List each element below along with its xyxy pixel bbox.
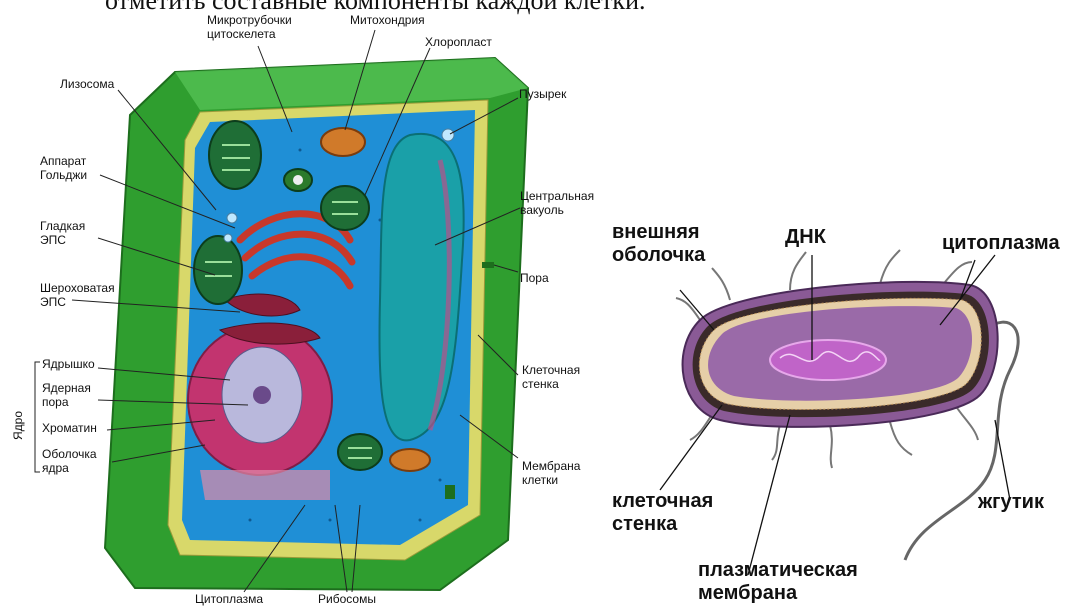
label-dna: ДНК xyxy=(785,226,827,248)
label-bacterium-cell-wall-2: стенка xyxy=(612,513,678,535)
label-nuclear-envelope-2: ядра xyxy=(42,461,69,475)
label-smooth-er-1: Гладкая xyxy=(40,219,85,233)
label-flagellum: жгутик xyxy=(977,491,1045,513)
label-bacterium-cell-wall-1: клеточная xyxy=(612,490,713,512)
label-outer-membrane-2: оболочка xyxy=(612,244,706,266)
label-mitochondria: Митохондрия xyxy=(350,13,425,27)
bacterial-cell xyxy=(676,250,1018,560)
label-smooth-er-2: ЭПС xyxy=(40,233,66,247)
label-chloroplast: Хлоропласт xyxy=(425,35,492,49)
label-cytoplasm: Цитоплазма xyxy=(195,592,263,606)
label-microtubules-2: цитоскелета xyxy=(207,27,276,41)
label-microtubules-1: Микротрубочки xyxy=(207,13,292,27)
label-plasma-membrane-1: плазматическая xyxy=(698,559,858,581)
label-nucleus-group: Ядро xyxy=(11,411,25,440)
label-outer-membrane-1: внешняя xyxy=(612,221,700,243)
label-lysosome: Лизосома xyxy=(60,77,115,91)
label-nuclear-pore-1: Ядерная xyxy=(42,381,91,395)
label-golgi-2: Гольджи xyxy=(40,168,87,182)
label-plasma-membrane-2: мембрана xyxy=(698,582,798,604)
label-pore: Пора xyxy=(520,271,549,285)
label-rough-er-2: ЭПС xyxy=(40,295,66,309)
label-golgi-1: Аппарат xyxy=(40,154,87,168)
label-vesicle: Пузырек xyxy=(519,87,567,101)
label-chromatin: Хроматин xyxy=(42,421,97,435)
label-rough-er-1: Шероховатая xyxy=(40,281,115,295)
label-vacuole-1: Центральная xyxy=(520,189,594,203)
label-nuclear-pore-2: пора xyxy=(42,395,69,409)
plant-cell xyxy=(105,58,528,590)
label-vacuole-2: вакуоль xyxy=(520,203,564,217)
label-cell-wall-1: Клеточная xyxy=(522,363,580,377)
label-bacterium-cytoplasm: цитоплазма xyxy=(942,232,1060,254)
label-cell-membrane-1: Мембрана xyxy=(522,459,581,473)
label-cell-wall-2: стенка xyxy=(522,377,559,391)
label-ribosomes: Рибосомы xyxy=(318,592,376,606)
label-nucleolus: Ядрышко xyxy=(42,357,95,371)
label-cell-membrane-2: клетки xyxy=(522,473,558,487)
bacterium-dna xyxy=(770,340,886,380)
label-nuclear-envelope-1: Оболочка xyxy=(42,447,97,461)
